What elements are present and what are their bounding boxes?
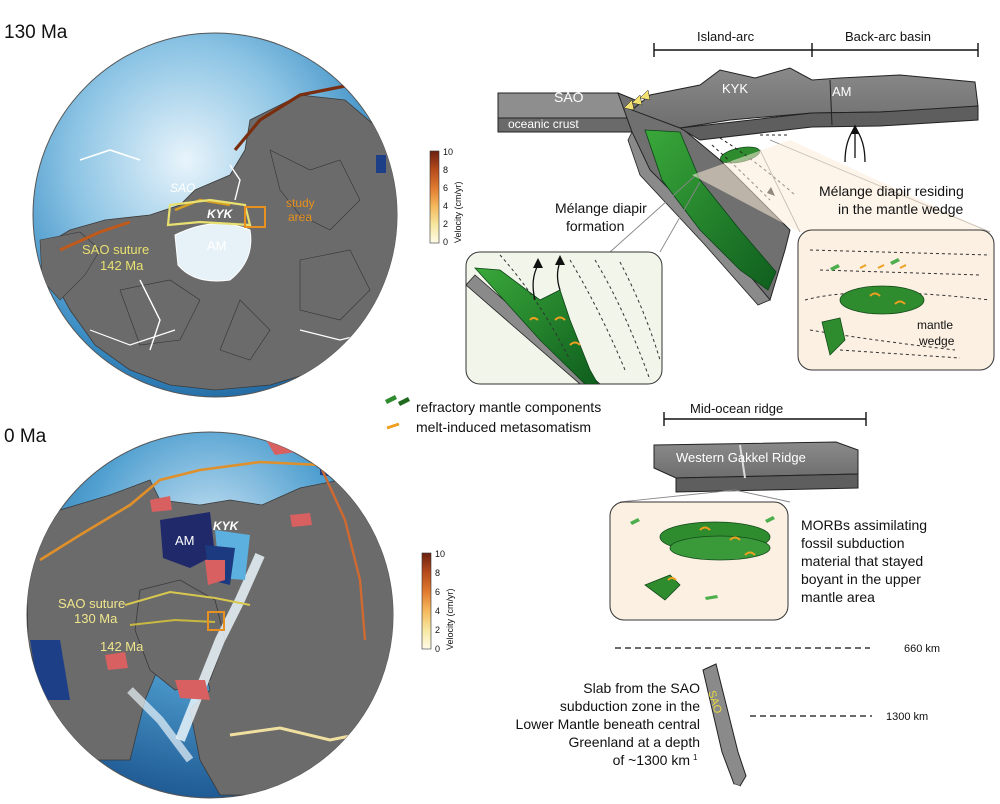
oceanic-crust-label: oceanic crust (508, 117, 579, 131)
mantle-wedge-line1: mantle (917, 318, 953, 332)
age-label-130ma: 130 Ma (4, 22, 68, 43)
cbar-bot-tick-8: 8 (435, 568, 440, 578)
cbar-top-tick-2: 2 (443, 219, 448, 229)
globe-0ma: 0 Ma KYK AM SAO suture 130 Ma 142 Ma (4, 426, 394, 799)
cbar-top-tick-10: 10 (443, 147, 453, 157)
legend-refractory: refractory mantle components (416, 399, 601, 415)
sao-plate-label: SAO (554, 89, 584, 105)
diapir-formation-line1: Mélange diapir (555, 200, 647, 216)
back-arc-label: Back-arc basin (845, 29, 931, 44)
island-arc-label: Island-arc (697, 29, 755, 44)
legend-melt: melt-induced metasomatism (416, 419, 591, 435)
am-plate-label: AM (832, 84, 852, 99)
slab-footnote: 1 (693, 753, 698, 762)
inset-mantle-wedge: mantle wedge (797, 229, 995, 371)
suture-label-bottom-3: 142 Ma (100, 639, 144, 654)
slab-line1: Slab from the SAO (583, 680, 700, 696)
kyk-label-bottom: KYK (213, 519, 240, 533)
suture-label-bottom-1: SAO suture (58, 596, 125, 611)
cbar-top-title: Velocity (cm/yr) (453, 181, 463, 243)
morb-line1: MORBs assimilating (801, 517, 927, 533)
sao-label-top: SAO (170, 181, 195, 195)
morb-line4: boyant in the upper (801, 571, 921, 587)
ridge-diagram: Mid-ocean ridge Western Gakkel Ridge (516, 401, 940, 790)
subduction-diagram: Island-arc Back-arc basin (465, 29, 995, 385)
am-label-top: AM (207, 238, 227, 253)
cbar-top-tick-6: 6 (443, 183, 448, 193)
suture-label-top-1: SAO suture (82, 242, 149, 257)
mantle-wedge-line2: wedge (918, 334, 955, 348)
globe-130ma: 130 Ma SAO KYK AM study area SAO suture … (4, 22, 398, 398)
mid-ocean-ridge-label: Mid-ocean ridge (690, 401, 783, 416)
suture-label-bottom-2: 130 Ma (74, 611, 118, 626)
cbar-bot-title: Velocity (cm/yr) (445, 588, 455, 650)
cbar-bot-tick-10: 10 (435, 549, 445, 559)
diapir-residing-line1: Mélange diapir residing (819, 183, 964, 199)
am-label-bottom: AM (175, 533, 195, 548)
slab-line4: Greenland at a depth (568, 734, 700, 750)
study-area-line1: study (286, 196, 315, 210)
cbar-bot-tick-6: 6 (435, 587, 440, 597)
diapir-residing-line2: in the mantle wedge (838, 201, 964, 217)
colorbar-top: 10 8 6 4 2 0 Velocity (cm/yr) (429, 147, 463, 247)
inset-diapir-formation (465, 251, 663, 385)
suture-label-top-2: 142 Ma (100, 258, 144, 273)
morb-line2: fossil subduction (801, 535, 905, 551)
kyk-label-top: KYK (207, 207, 234, 221)
morb-line5: mantle area (801, 589, 875, 605)
diapir-formation-line2: formation (566, 218, 624, 234)
slab-line3: Lower Mantle beneath central (516, 716, 700, 732)
ridge-name-label: Western Gakkel Ridge (676, 450, 806, 465)
cbar-top-tick-0: 0 (443, 237, 448, 247)
age-label-0ma: 0 Ma (4, 426, 47, 447)
kyk-plate-label: KYK (722, 81, 748, 96)
cbar-bot-tick-4: 4 (435, 606, 440, 616)
legend: refractory mantle components melt-induce… (385, 395, 601, 435)
slab-line2: subduction zone in the (560, 698, 700, 714)
depth-1300-label: 1300 km (886, 711, 928, 723)
colorbar-bottom: 10 8 6 4 2 0 Velocity (cm/yr) (421, 549, 455, 654)
cbar-bot-tick-0: 0 (435, 644, 440, 654)
cbar-top-tick-4: 4 (443, 201, 448, 211)
slab-sao: SAO (702, 663, 747, 790)
cbar-top-tick-8: 8 (443, 165, 448, 175)
morb-line3: material that stayed (801, 553, 923, 569)
inset-morb (609, 501, 789, 621)
study-area-line2: area (288, 210, 312, 224)
cbar-bot-tick-2: 2 (435, 625, 440, 635)
depth-660-label: 660 km (904, 643, 940, 655)
slab-line5: of ~1300 km (613, 752, 690, 768)
